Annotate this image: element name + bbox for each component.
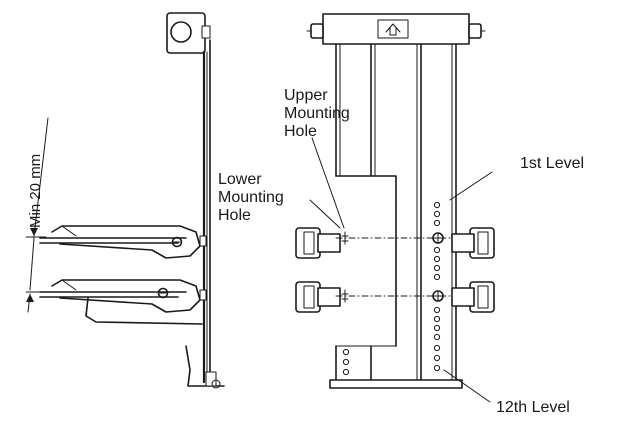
lower-mounting-hole-label: Lower Mounting Hole bbox=[218, 171, 284, 224]
side-lower-shelf bbox=[39, 279, 207, 325]
svg-text:Hole: Hole bbox=[284, 123, 317, 140]
first-level-label: 1st Level bbox=[520, 155, 584, 172]
min-spacing-dimension: Min 20 mm bbox=[25, 117, 49, 313]
side-view: Min 20 mm bbox=[25, 12, 225, 389]
side-top-latch bbox=[166, 12, 211, 54]
svg-text:Hole: Hole bbox=[218, 207, 251, 224]
side-rail bbox=[202, 39, 211, 384]
upper-screw-icon bbox=[432, 232, 444, 244]
upper-mounting-hole-label: Upper Mounting Hole bbox=[284, 87, 350, 140]
front-view: Upper Mounting Hole Lower Mounting Hole … bbox=[218, 13, 584, 416]
svg-text:Lower: Lower bbox=[218, 171, 262, 188]
arrowhead-icon bbox=[26, 294, 34, 302]
side-bottom-foot bbox=[185, 345, 225, 389]
front-frame bbox=[329, 43, 463, 389]
arrowhead-icon bbox=[30, 228, 38, 236]
svg-text:Mounting: Mounting bbox=[284, 105, 350, 122]
lower-screw-icon bbox=[432, 290, 444, 302]
svg-text:Mounting: Mounting bbox=[218, 189, 284, 206]
front-upper-bracket bbox=[295, 227, 495, 259]
level-holes bbox=[342, 201, 441, 376]
front-lower-bracket bbox=[295, 281, 495, 313]
side-upper-shelf bbox=[39, 225, 207, 259]
leader-lines bbox=[309, 137, 493, 403]
front-top-header bbox=[306, 13, 486, 45]
dimension-label: Min 20 mm bbox=[27, 154, 44, 228]
svg-text:Upper: Upper bbox=[284, 87, 328, 104]
twelfth-level-label: 12th Level bbox=[496, 399, 570, 416]
